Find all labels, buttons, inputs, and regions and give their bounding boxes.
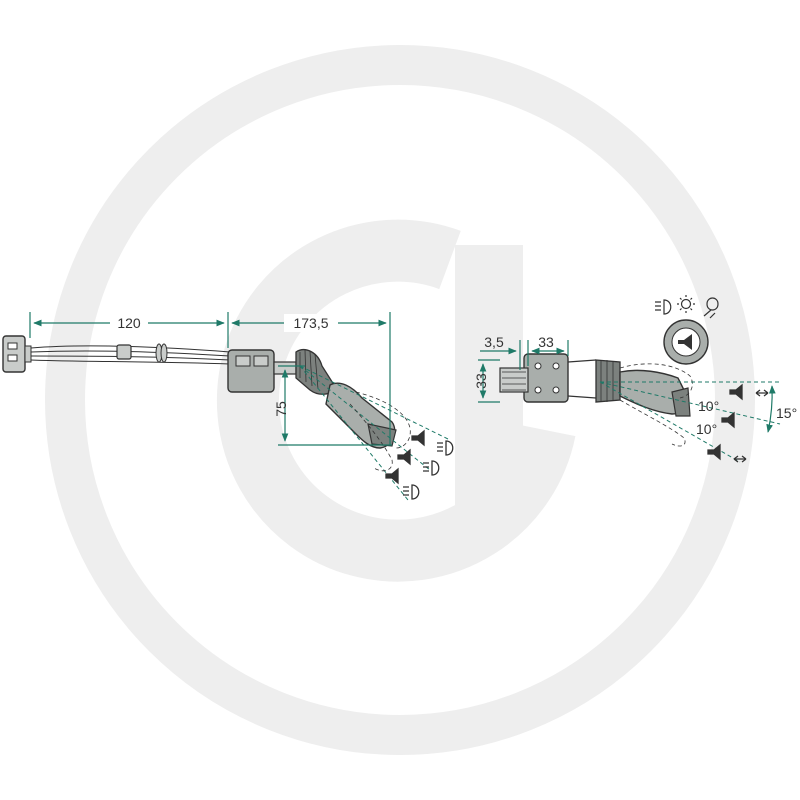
horn-icon: [729, 383, 743, 401]
horn-icon: [411, 429, 425, 447]
switch-body: [227, 349, 297, 393]
angle-label-upper: 10°: [698, 398, 719, 414]
right-dimensions: [478, 340, 569, 403]
horn-button: [663, 319, 709, 365]
angle-label-lower: 10°: [696, 421, 717, 437]
label-bg: [110, 314, 148, 332]
boot-ridges: [600, 360, 614, 402]
angle-label-total: 15°: [776, 405, 797, 421]
left-position-icons: [385, 429, 454, 500]
lever-knob: [367, 423, 397, 447]
lever-ghost-outlines: [349, 391, 411, 472]
left-switch-assembly: 120 173,5 75: [2, 312, 454, 501]
angle-arc-15: [766, 385, 776, 433]
dim-label-120: 120: [117, 315, 141, 331]
horn-icon: [721, 411, 735, 429]
watermark-logo: [45, 45, 755, 755]
dim-label-75: 75: [273, 401, 289, 417]
label-bg: [284, 314, 338, 332]
headlight-beam-icon: [423, 460, 440, 476]
boot-ridges: [299, 349, 319, 390]
horn-icon: [707, 443, 721, 461]
headlight-high-icon: [655, 299, 672, 315]
horn-icon: [385, 467, 399, 485]
dim-label-3-5: 3,5: [484, 334, 504, 350]
turn-signal-icon: [733, 455, 747, 463]
headlight-beam-icon: [437, 440, 454, 456]
light-icon: [677, 295, 695, 313]
turn-signal-icon: [755, 389, 769, 397]
dim-label-33-width: 33: [538, 334, 554, 350]
wire-sleeve: [116, 344, 132, 360]
light-symbols: [655, 295, 719, 319]
connector-plug: [2, 335, 32, 373]
right-switch-assembly: 10° 10° 15° 3,5 33 33: [473, 295, 797, 463]
horn-icon: [397, 448, 411, 466]
lever-knob-top: [671, 387, 691, 417]
lever-ghost-outlines: [619, 363, 693, 447]
right-position-icons: [707, 383, 769, 463]
switch-body-top: [499, 353, 597, 403]
headlight-low-icon: [703, 297, 719, 319]
horn-icon: [678, 334, 692, 350]
rubber-boot: [595, 359, 621, 403]
headlight-beam-icon: [403, 484, 420, 500]
cable-tie: [160, 343, 168, 363]
dim-label-173-5: 173,5: [293, 315, 328, 331]
dim-label-33-height: 33: [473, 373, 489, 389]
